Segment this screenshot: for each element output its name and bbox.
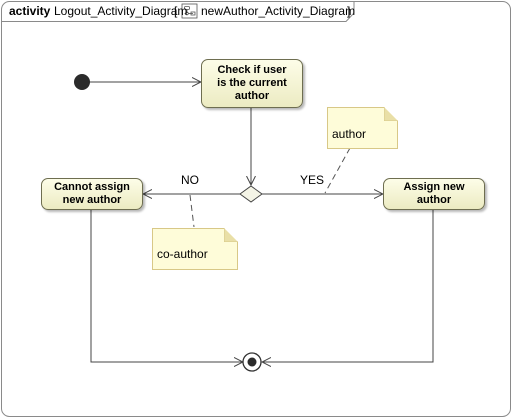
guard-yes: YES [300, 173, 325, 187]
action-assign-new[interactable]: Assign new author [383, 178, 485, 210]
activity-diagram-icon[interactable] [181, 3, 198, 19]
note-co-author-fold [224, 228, 238, 242]
note-author-text: author [332, 127, 367, 141]
initial-node[interactable] [74, 74, 90, 90]
diagram-name-link[interactable]: newAuthor_Activity_Diagram [201, 4, 356, 18]
action-cannot-assign[interactable]: Cannot assign new author [41, 178, 143, 210]
frame-bracket-close: ] [347, 4, 351, 18]
note-anchor-author [324, 147, 351, 194]
edge-cannot-to-final [90, 210, 243, 362]
note-anchor-co-author [189, 194, 195, 228]
decision-node[interactable] [239, 185, 263, 203]
note-co-author-text: co-author [157, 247, 208, 261]
edge-assign-to-final [262, 210, 434, 362]
final-node[interactable] [242, 352, 262, 372]
guard-no: NO [181, 173, 199, 187]
note-author-fold [384, 107, 398, 121]
action-check-user[interactable]: Check if user is the current author [201, 59, 303, 108]
frame-header-tab [1, 1, 355, 22]
frame-bracket-open: [ [174, 4, 178, 18]
frame-name-label: Logout_Activity_Diagram [54, 4, 188, 18]
frame-kind-label: activity [9, 4, 51, 18]
